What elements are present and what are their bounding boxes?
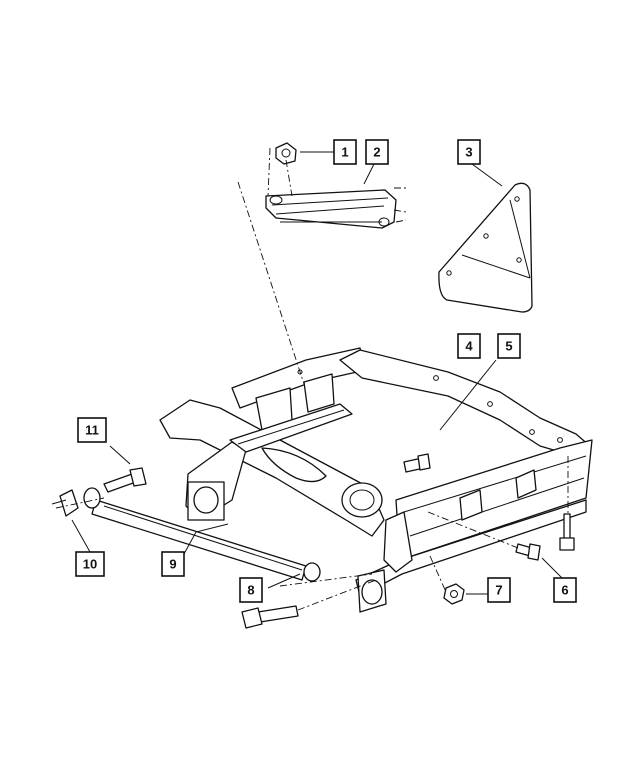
callout-4-label: 4 <box>465 339 473 354</box>
callout-7: 7 <box>487 577 511 603</box>
callout-10-label: 10 <box>83 557 97 572</box>
callout-1-label: 1 <box>341 145 348 160</box>
clip-part-10 <box>51 489 79 517</box>
callout-1: 1 <box>333 139 357 165</box>
bolt-part-8 <box>241 605 299 629</box>
callout-5-label: 5 <box>505 339 512 354</box>
leader-lines <box>71 151 565 595</box>
bolt-part-6 <box>515 513 575 561</box>
callout-4: 4 <box>457 333 481 359</box>
callout-8-label: 8 <box>247 583 254 598</box>
callout-11: 11 <box>77 417 107 443</box>
callout-2: 2 <box>365 139 389 165</box>
nut-part-1 <box>275 142 297 165</box>
callout-9-label: 9 <box>169 557 176 572</box>
callout-7-label: 7 <box>495 583 502 598</box>
callout-6-label: 6 <box>561 583 568 598</box>
bracket-part-2 <box>265 189 397 229</box>
front-frame-cradle <box>159 347 593 613</box>
callout-3: 3 <box>457 139 481 165</box>
bolt-part-11 <box>103 467 147 493</box>
callout-8: 8 <box>239 577 263 603</box>
track-bar-part-9 <box>83 487 321 582</box>
skid-plate-part-3 <box>438 182 533 313</box>
nut-part-7 <box>443 583 465 605</box>
callout-11-label: 11 <box>85 423 99 438</box>
callout-10: 10 <box>75 551 105 577</box>
callout-2-label: 2 <box>373 145 380 160</box>
callout-3-label: 3 <box>465 145 472 160</box>
callout-9: 9 <box>161 551 185 577</box>
assembly-lines <box>55 147 569 611</box>
callout-6: 6 <box>553 577 577 603</box>
frame-bolt <box>403 453 431 473</box>
callout-5: 5 <box>497 333 521 359</box>
